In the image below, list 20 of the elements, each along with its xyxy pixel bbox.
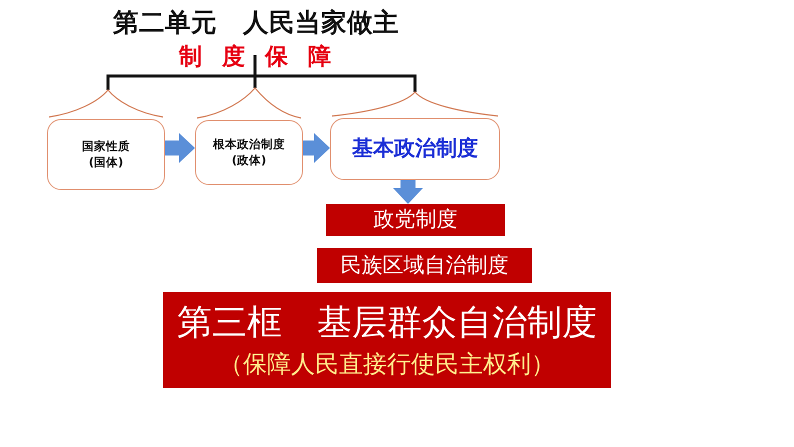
box-label: 根本政治制度 [213, 136, 285, 152]
rounded-box [195, 120, 303, 185]
banner-title: 第三框 基层群众自治制度 [177, 302, 597, 344]
section-heading: 制度保障 [178, 45, 351, 70]
box-label: 国家性质 [82, 138, 130, 154]
block-arrow [393, 180, 423, 204]
block-arrow [303, 133, 330, 163]
box-sublabel: (政体) [232, 152, 266, 168]
banner-label: 民族区域自治制度 [340, 252, 508, 278]
rounded-box [47, 119, 165, 190]
unit-title: 第二单元 人民当家做主 [113, 8, 399, 39]
banner [317, 248, 532, 283]
block-arrow [165, 133, 195, 163]
banner-subtitle: （保障人民直接行使民主权利） [219, 350, 555, 378]
banner-label: 政党制度 [374, 207, 458, 233]
banner [326, 204, 505, 236]
section-banner [163, 292, 611, 388]
rounded-box [330, 118, 500, 180]
box-label: 基本政治制度 [352, 136, 478, 162]
box-sublabel: (国体) [88, 154, 124, 170]
